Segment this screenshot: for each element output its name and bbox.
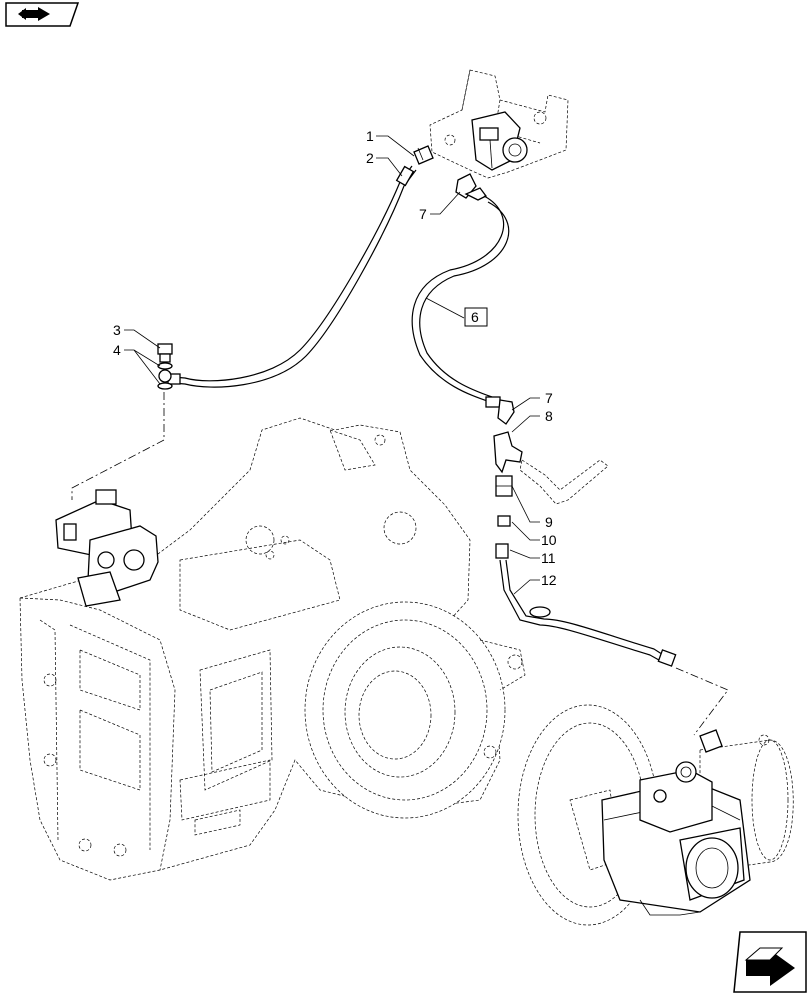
elbow-part-7-lower bbox=[497, 399, 515, 425]
sealing-washer-part-4 bbox=[157, 362, 173, 390]
callout-12: 12 bbox=[541, 572, 557, 588]
rear-axle-flange bbox=[304, 601, 526, 819]
fitting-part-11 bbox=[495, 543, 509, 559]
callout-4: 4 bbox=[113, 342, 121, 358]
brake-hose-part-6 bbox=[411, 195, 510, 408]
callout-3: 3 bbox=[113, 322, 121, 338]
leader-lines bbox=[124, 135, 540, 595]
tee-part-8 bbox=[493, 431, 523, 474]
next-page-arrow-icon[interactable] bbox=[733, 931, 807, 993]
brake-pipe-part-2 bbox=[167, 165, 417, 388]
callout-10: 10 bbox=[541, 532, 557, 548]
callout-7-lower: 7 bbox=[545, 390, 553, 406]
callout-1: 1 bbox=[366, 128, 374, 144]
union-part-9 bbox=[495, 475, 513, 497]
callout-11: 11 bbox=[541, 550, 556, 566]
nut-part-10 bbox=[497, 515, 511, 527]
fitting-part-1 bbox=[413, 145, 434, 165]
view-orientation-icon bbox=[5, 2, 80, 27]
control-valve-block bbox=[55, 489, 159, 607]
callout-9: 9 bbox=[545, 514, 553, 530]
callout-6-box: 6 bbox=[464, 307, 488, 327]
callout-7-top: 7 bbox=[419, 206, 427, 222]
elbow-part-7-top bbox=[455, 173, 487, 201]
callout-6: 6 bbox=[471, 309, 479, 325]
brake-valve-bracket bbox=[429, 69, 569, 179]
callout-2: 2 bbox=[366, 150, 374, 166]
rigid-pipe-part-12 bbox=[499, 559, 677, 667]
banjo-bolt-part-3 bbox=[157, 343, 173, 363]
callout-8: 8 bbox=[545, 408, 553, 424]
trailer-brake-assembly bbox=[517, 704, 794, 926]
